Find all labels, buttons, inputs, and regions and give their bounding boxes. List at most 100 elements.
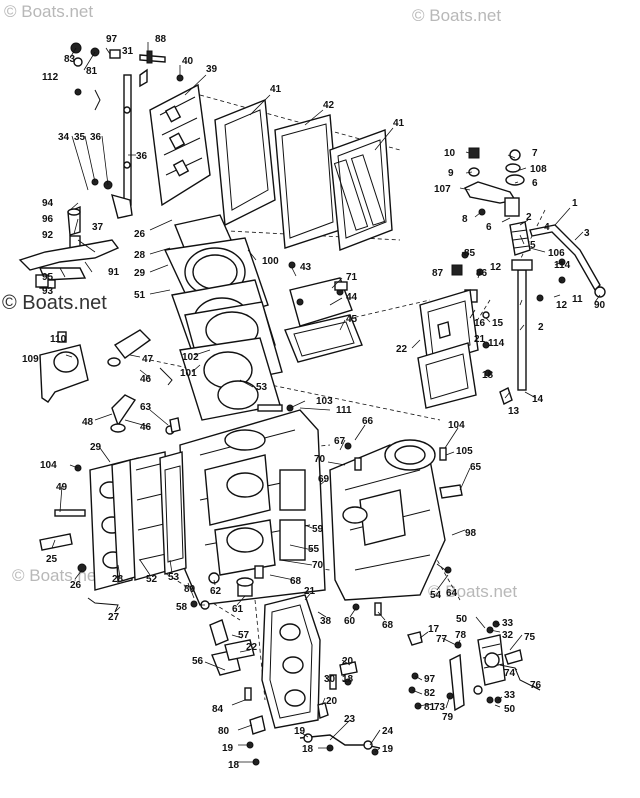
callout-35: 35	[74, 132, 86, 143]
callout-78: 78	[455, 630, 467, 641]
callout-24: 24	[382, 726, 394, 737]
cylinder-head-group	[163, 214, 363, 421]
callout-22-right: 22	[396, 344, 408, 355]
callout-80: 80	[218, 726, 230, 737]
callout-33-bottom: 33	[504, 690, 516, 701]
callout-53-side: 53	[168, 572, 180, 583]
callout-96: 96	[42, 214, 54, 225]
callout-104-right: 104	[448, 420, 465, 431]
callout-36-b: 36	[136, 151, 148, 162]
callout-64: 64	[446, 588, 458, 599]
callout-44: 44	[346, 292, 358, 303]
callout-70-bottom: 70	[312, 560, 324, 571]
callout-47: 47	[142, 354, 154, 365]
callout-27: 27	[108, 612, 120, 623]
callout-114-top: 114	[554, 260, 571, 271]
callout-5: 5	[530, 240, 536, 251]
callout-22-center: 22	[246, 642, 258, 653]
callout-21-right: 21	[474, 334, 486, 345]
callout-102: 102	[182, 352, 199, 363]
callout-62: 62	[210, 586, 222, 597]
callout-79: 79	[442, 712, 454, 723]
callout-106: 106	[548, 248, 565, 259]
callout-105: 105	[456, 446, 473, 457]
callout-40: 40	[182, 56, 194, 67]
callout-110: 110	[50, 334, 67, 345]
callout-33-top: 33	[502, 618, 514, 629]
callout-26-side: 26	[70, 580, 82, 591]
callout-29-top: 29	[134, 268, 146, 279]
callout-38: 38	[320, 616, 332, 627]
callout-23: 23	[344, 714, 356, 725]
callout-34: 34	[58, 132, 70, 143]
callout-42: 42	[323, 100, 335, 111]
callout-60: 60	[344, 616, 356, 627]
callout-74: 74	[504, 668, 516, 679]
callout-31: 31	[122, 46, 134, 57]
callout-94: 94	[42, 198, 54, 209]
callout-63: 63	[140, 402, 152, 413]
callout-87: 87	[432, 268, 444, 279]
callout-43: 43	[300, 262, 312, 273]
callout-61: 61	[232, 604, 244, 615]
leader-lines	[51, 42, 601, 763]
callout-82: 82	[424, 688, 436, 699]
callout-53-top: 53	[256, 382, 268, 393]
callout-36-a: 36	[90, 132, 102, 143]
callout-12-left: 12	[490, 262, 502, 273]
side-cover-group	[39, 451, 264, 613]
callout-37: 37	[92, 222, 104, 233]
callout-55: 55	[308, 544, 320, 555]
callout-9: 9	[448, 168, 454, 179]
callout-12-right: 12	[556, 300, 568, 311]
callout-70-top: 70	[314, 454, 326, 465]
callout-46-top: 46	[140, 374, 152, 385]
callout-2-right: 2	[538, 322, 544, 333]
callout-77: 77	[436, 634, 448, 645]
callout-21-center: 21	[304, 586, 316, 597]
callout-41-top: 41	[270, 84, 282, 95]
callout-11: 11	[572, 294, 583, 305]
callout-98: 98	[465, 528, 477, 539]
callout-65: 65	[470, 462, 482, 473]
callout-101: 101	[180, 368, 197, 379]
callout-104-left: 104	[40, 460, 57, 471]
callout-109: 109	[22, 354, 39, 365]
exhaust-cover-group	[200, 594, 382, 766]
callout-97-bottom: 97	[424, 674, 436, 685]
fuel-pump-group	[407, 620, 541, 712]
callout-112: 112	[42, 72, 59, 83]
callout-66: 66	[362, 416, 374, 427]
callout-56: 56	[192, 656, 204, 667]
intake-gasket-group	[417, 289, 479, 409]
callout-28-top: 28	[134, 250, 146, 261]
callout-81: 81	[86, 66, 98, 77]
watermark-mid-left: © Boats.net	[2, 292, 107, 314]
callout-6-mid: 6	[486, 222, 492, 233]
callout-18-left: 18	[228, 760, 240, 771]
callout-3: 3	[584, 228, 590, 239]
callout-20-bottom: 20	[326, 696, 338, 707]
callout-15: 15	[492, 318, 504, 329]
callout-71: 71	[346, 272, 358, 283]
callout-59: 59	[312, 524, 324, 535]
callout-107: 107	[434, 184, 451, 195]
reed-plate-assembly	[149, 83, 393, 251]
callout-103: 103	[316, 396, 333, 407]
callout-numbers: 83 112 97 81 88 31 40 39 41 42 41 34 35 …	[22, 34, 606, 771]
callout-68-left: 68	[290, 576, 302, 587]
callout-28-side: 28	[112, 574, 124, 585]
callout-14: 14	[532, 394, 544, 405]
crankcase-block	[169, 404, 463, 606]
callout-30: 30	[324, 674, 336, 685]
callout-20-top: 20	[342, 656, 354, 667]
callout-76: 76	[530, 680, 542, 691]
callout-108: 108	[530, 164, 547, 175]
callout-19-right: 19	[382, 744, 394, 755]
callout-7: 7	[532, 148, 538, 159]
callout-4: 4	[544, 222, 550, 233]
callout-92: 92	[42, 230, 54, 241]
callout-85: 85	[464, 248, 476, 259]
callout-69: 69	[318, 474, 330, 485]
